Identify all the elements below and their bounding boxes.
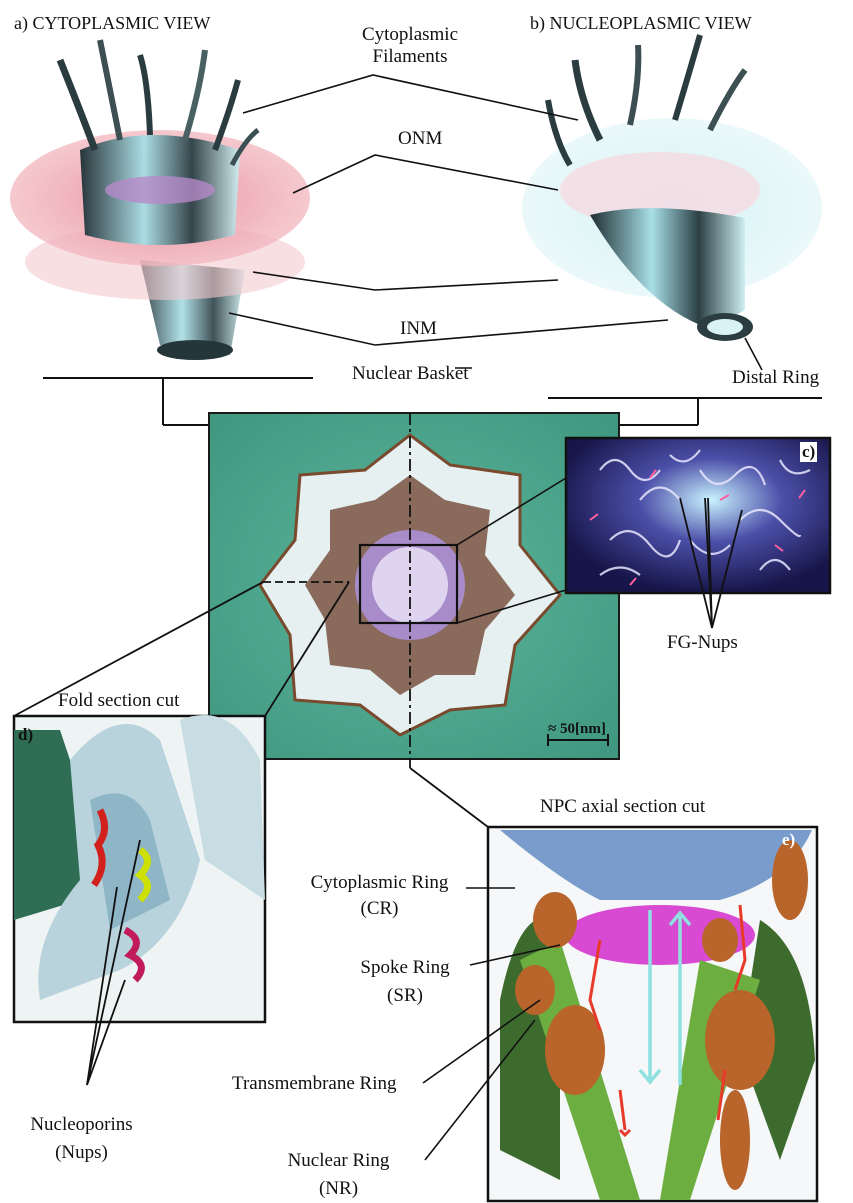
spoke-ring-line2: (SR) — [340, 985, 470, 1007]
inm-label: INM — [400, 318, 437, 340]
nucleoporins-line2: (Nups) — [14, 1142, 149, 1164]
spoke-ring-line1: Spoke Ring — [340, 957, 470, 979]
cytoplasmic-view-model — [10, 40, 310, 360]
distal-ring-label: Distal Ring — [732, 367, 819, 389]
fold-section-cut-label: Fold section cut — [58, 690, 179, 712]
npc-axial-section-cut-label: NPC axial section cut — [540, 796, 705, 818]
nuclear-basket-label: Nuclear Basket — [352, 363, 469, 385]
cytoplasmic-filaments-line2: Filaments — [345, 46, 475, 68]
spoke-ring-label: Spoke Ring (SR) — [340, 957, 470, 1007]
onm-label: ONM — [398, 128, 442, 150]
panel-e-label: e) — [782, 830, 795, 850]
nuclear-ring-line1: Nuclear Ring — [266, 1150, 411, 1172]
nuclear-ring-line2: (NR) — [266, 1178, 411, 1200]
nucleoporins-line1: Nucleoporins — [14, 1114, 149, 1136]
nucleoporins-label: Nucleoporins (Nups) — [14, 1114, 149, 1164]
npc-top-view — [209, 413, 619, 768]
panel-c-label: c) — [800, 442, 817, 462]
cytoplasmic-filaments-label: Cytoplasmic Filaments — [345, 24, 475, 68]
cytoplasmic-filaments-line1: Cytoplasmic — [345, 24, 475, 46]
transmembrane-ring-label: Transmembrane Ring — [232, 1073, 396, 1095]
fg-nups-label: FG-Nups — [667, 632, 738, 654]
cytoplasmic-ring-line2: (CR) — [292, 898, 467, 920]
cytoplasmic-ring-line1: Cytoplasmic Ring — [292, 872, 467, 894]
npc-axial-section-detail — [488, 827, 817, 1201]
cytoplasmic-ring-label: Cytoplasmic Ring (CR) — [292, 872, 467, 920]
panel-d-label: d) — [18, 725, 33, 745]
scale-bar-label: ≈ 50[nm] — [548, 718, 606, 740]
nucleoplasmic-view-model — [522, 35, 822, 341]
nuclear-ring-label: Nuclear Ring (NR) — [266, 1150, 411, 1200]
panel-b-title: b) NUCLEOPLASMIC VIEW — [530, 12, 752, 34]
panel-a-title: a) CYTOPLASMIC VIEW — [14, 12, 210, 34]
